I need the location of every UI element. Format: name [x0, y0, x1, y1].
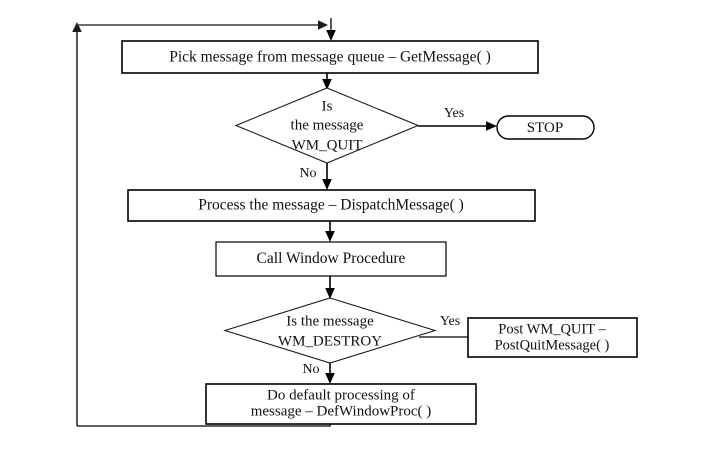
edge-process-to-callwnd-arrowhead [325, 231, 335, 242]
decision-wm-destroy-line2: WM_DESTROY [278, 333, 382, 349]
edge-pick-to-quit-arrowhead [322, 79, 332, 90]
decision-wm-quit-line2: the message [291, 117, 364, 133]
node-stop[interactable]: STOP [496, 115, 595, 140]
edge-process-to-callwnd [325, 221, 335, 242]
edge-destroy-yes: Yes [419, 314, 468, 338]
decision-wm-quit-line1: Is [322, 98, 333, 114]
node-decision-wm-quit[interactable]: Is the message WM_QUIT [234, 87, 420, 164]
entry-arrowhead [326, 30, 336, 41]
edge-destroy-yes-label: Yes [440, 314, 460, 329]
decision-wm-quit-line3: WM_QUIT [292, 137, 363, 153]
decision-wm-destroy-line1: Is the message [286, 313, 374, 329]
loop-up-arrowhead [72, 22, 82, 32]
edge-quit-no-arrowhead [322, 179, 332, 190]
process-message-label: Process the message – DispatchMessage( ) [198, 197, 464, 214]
default-processing-box [205, 383, 477, 425]
node-pick-message[interactable]: Pick message from message queue – GetMes… [121, 40, 539, 74]
default-processing-line2: message – DefWindowProc( ) [251, 403, 432, 419]
edge-quit-yes: Yes [418, 106, 497, 131]
node-default-processing[interactable]: Do default processing of message – DefWi… [205, 383, 477, 425]
edge-destroy-no-label: No [302, 362, 319, 377]
process-message-box [127, 189, 536, 222]
call-window-procedure-label: Call Window Procedure [257, 250, 406, 267]
default-processing-line1: Do default processing of [267, 387, 415, 403]
post-quit-line1: Post WM_QUIT – [498, 321, 606, 337]
node-post-quit-message[interactable]: Post WM_QUIT – PostQuitMessage( ) [467, 317, 638, 358]
edge-callwnd-to-destroy [325, 276, 335, 299]
stop-label: STOP [527, 120, 563, 136]
edge-destroy-no: No [302, 362, 335, 384]
edge-quit-no: No [299, 163, 332, 190]
call-window-procedure-box [215, 241, 447, 277]
edge-quit-yes-label: Yes [444, 106, 464, 121]
node-process-message[interactable]: Process the message – DispatchMessage( ) [127, 189, 536, 222]
stop-terminal-shape [496, 115, 595, 140]
edge-quit-yes-arrowhead [486, 121, 497, 131]
post-quit-line2: PostQuitMessage( ) [495, 337, 610, 353]
edge-callwnd-to-destroy-arrowhead [325, 288, 335, 299]
edge-pick-to-quit [322, 73, 332, 90]
loop-right-arrowhead [318, 20, 328, 30]
feedback-loop-connector [72, 18, 336, 427]
pick-message-box [121, 40, 539, 74]
edge-quit-no-label: No [299, 166, 316, 181]
edge-destroy-no-arrowhead [325, 373, 335, 384]
node-call-window-procedure[interactable]: Call Window Procedure [215, 241, 447, 277]
pick-message-label: Pick message from message queue – GetMes… [169, 49, 491, 66]
decision-wm-destroy-diamond [223, 297, 437, 364]
post-quit-box [467, 317, 638, 358]
node-decision-wm-destroy[interactable]: Is the message WM_DESTROY [223, 297, 437, 364]
